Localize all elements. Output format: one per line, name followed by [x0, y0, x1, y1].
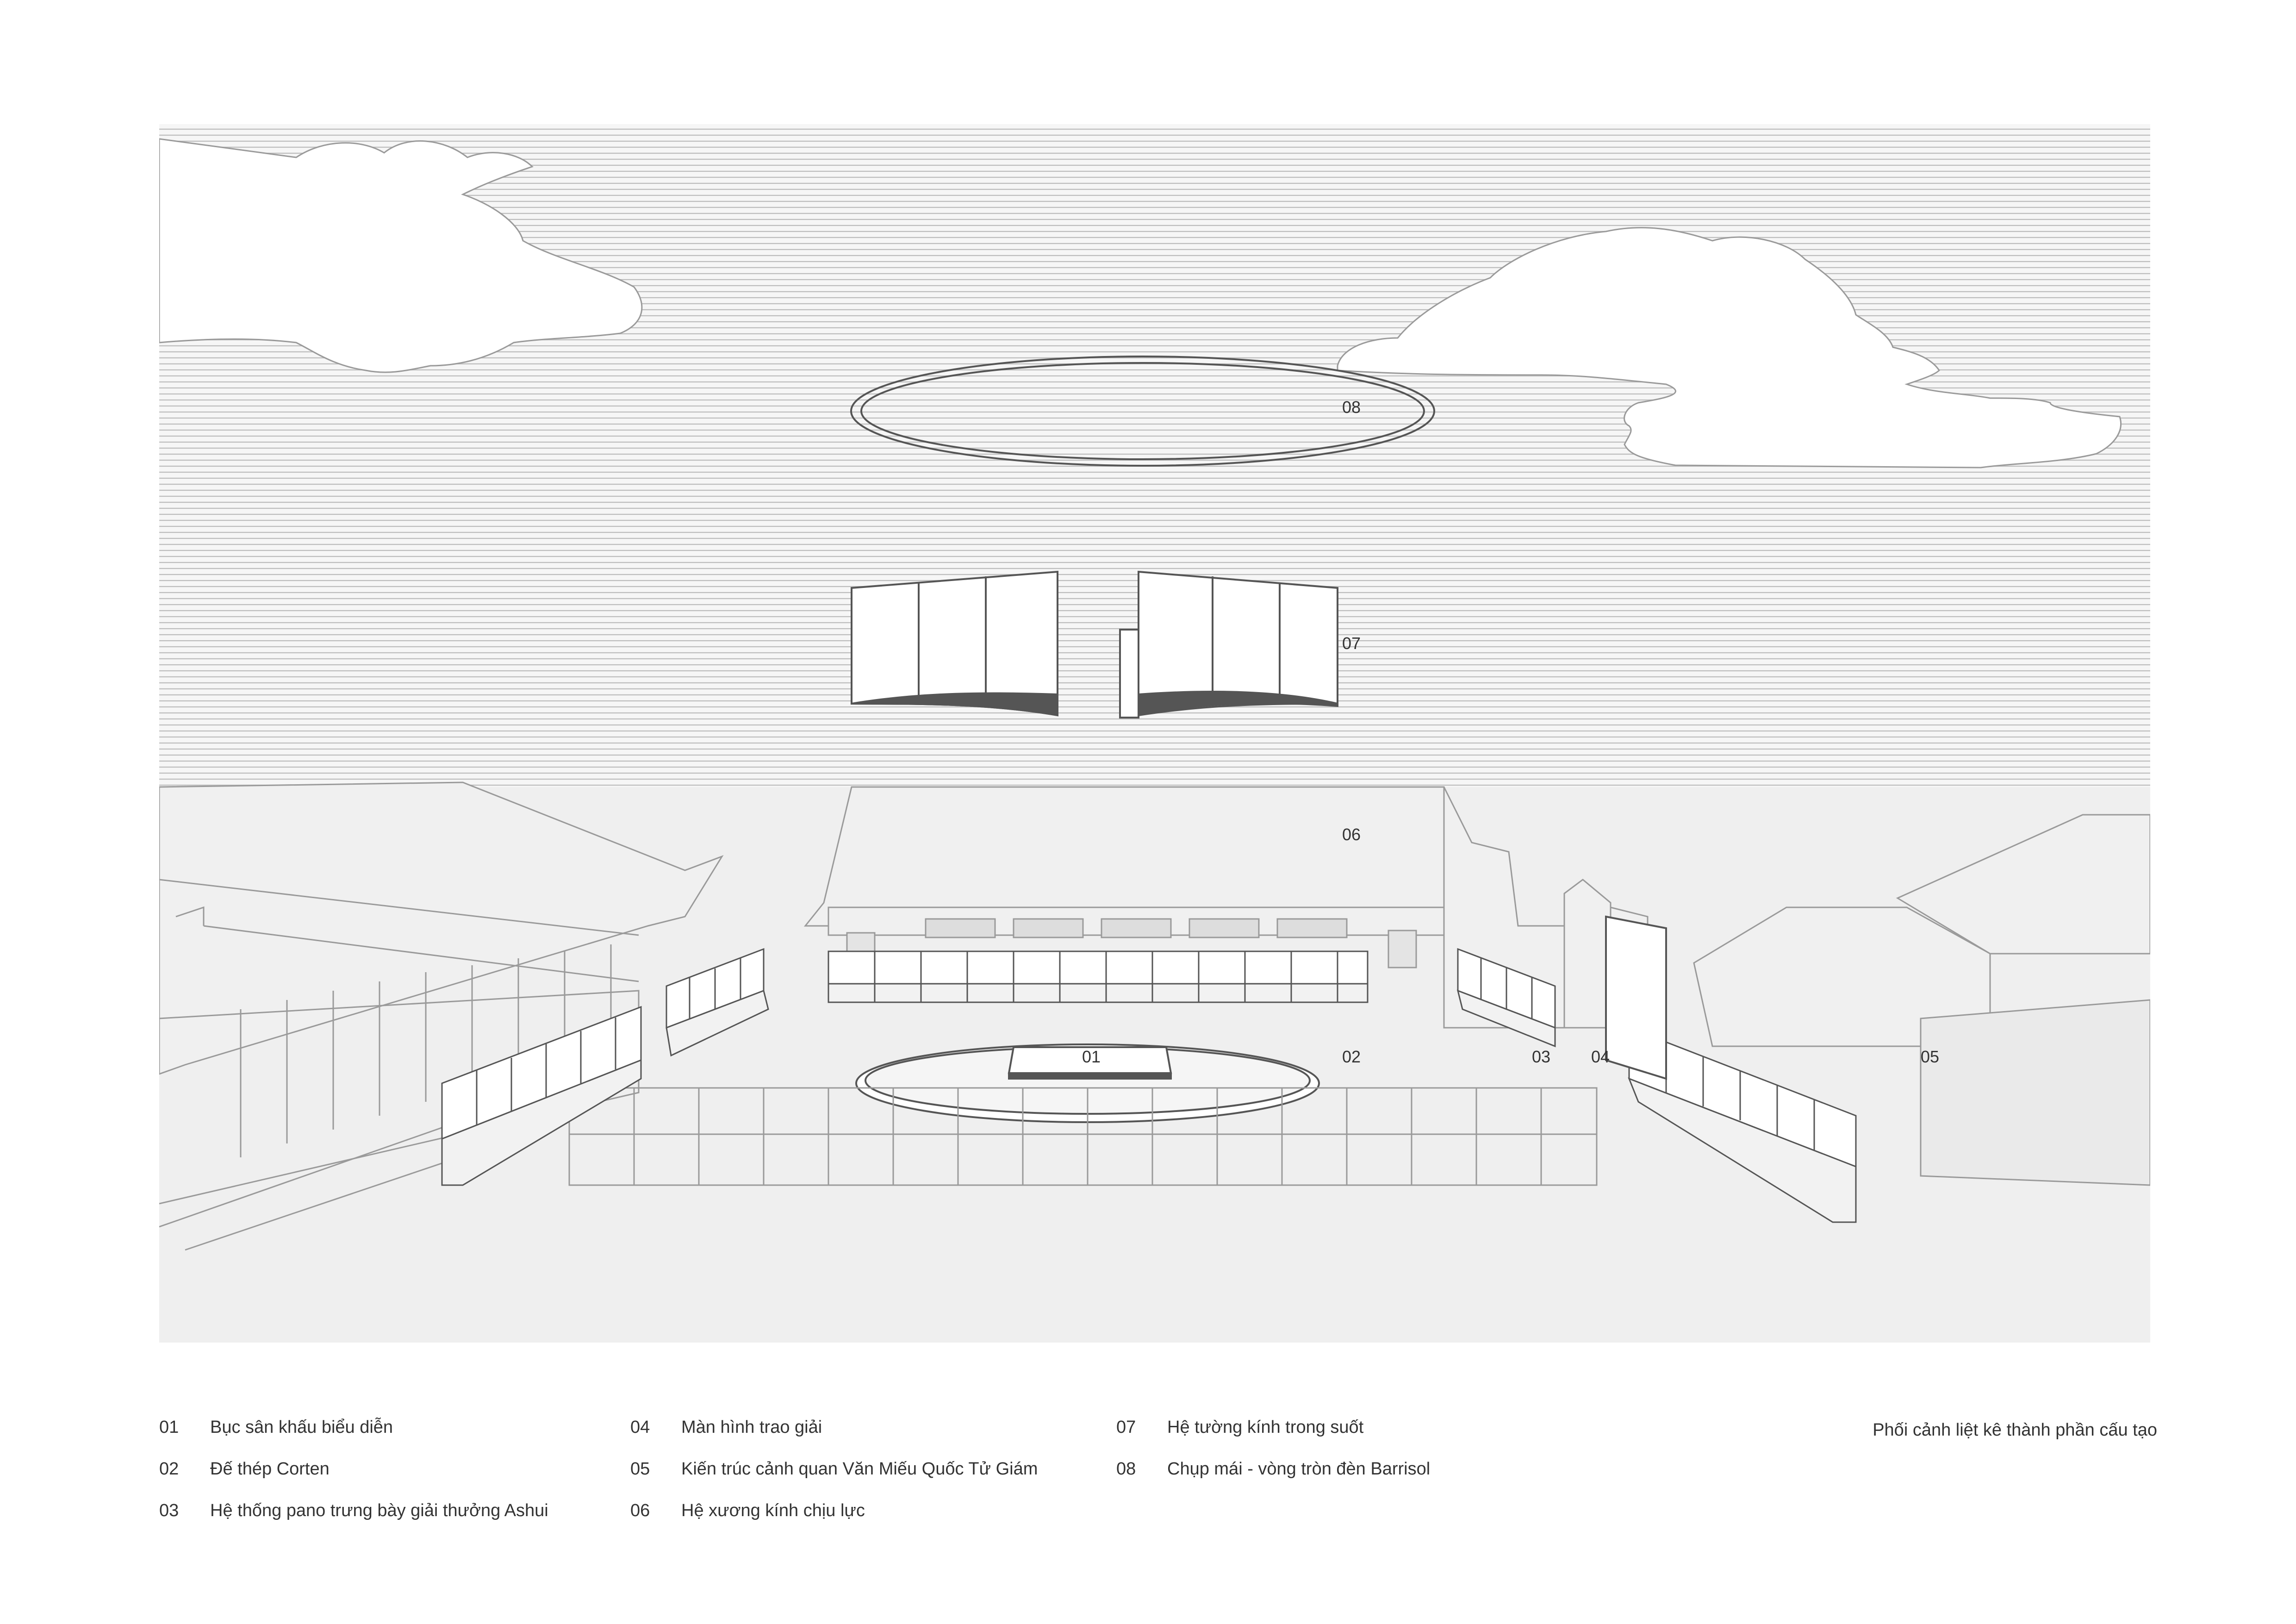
barrisol-ring [850, 356, 1435, 467]
cloud-left [159, 138, 643, 373]
callout-05: 05 [1921, 1047, 1939, 1066]
award-screen [1605, 915, 1667, 1080]
temple-center [803, 786, 1483, 968]
callout-04: 04 [1591, 1047, 1610, 1066]
callout-labels: 08 07 06 01 02 03 04 05 [1082, 398, 1939, 1066]
callout-03: 03 [1532, 1047, 1550, 1066]
callout-08: 08 [1342, 398, 1361, 417]
callout-06: 06 [1342, 825, 1361, 844]
glass-wall-right [1119, 570, 1338, 718]
callout-02: 02 [1342, 1047, 1361, 1066]
performance-stage [1008, 1046, 1172, 1080]
cloud-right [1337, 227, 2122, 468]
pano-row-back [828, 950, 1369, 1003]
drawing-title: Phối cảnh liệt kê thành phần cấu tạo [1873, 1420, 2157, 1440]
callout-07: 07 [1342, 634, 1361, 653]
temple-left [159, 781, 724, 1251]
corten-base [855, 1043, 1320, 1123]
pano-row-left-front [441, 1006, 642, 1186]
pano-row-left-back [666, 948, 769, 1057]
pano-row-right-back [1456, 948, 1556, 1048]
temple-right [1443, 787, 2150, 1186]
glass-perimeter [568, 1087, 1598, 1186]
callout-01: 01 [1082, 1047, 1101, 1066]
glass-wall-left [851, 570, 1058, 717]
